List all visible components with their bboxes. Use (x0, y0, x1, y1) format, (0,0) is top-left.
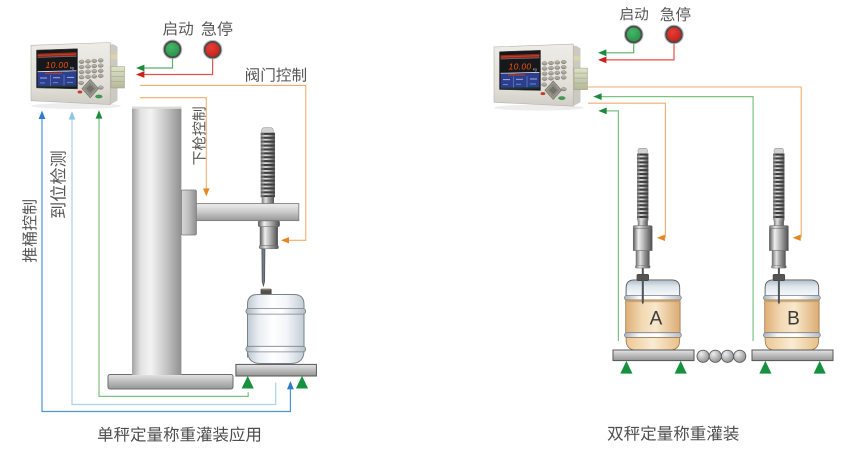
svg-text:B: B (787, 309, 800, 330)
svg-text:A: A (650, 309, 663, 330)
svg-text:10.00: 10.00 (46, 60, 69, 70)
svg-text:kg: kg (70, 66, 74, 70)
